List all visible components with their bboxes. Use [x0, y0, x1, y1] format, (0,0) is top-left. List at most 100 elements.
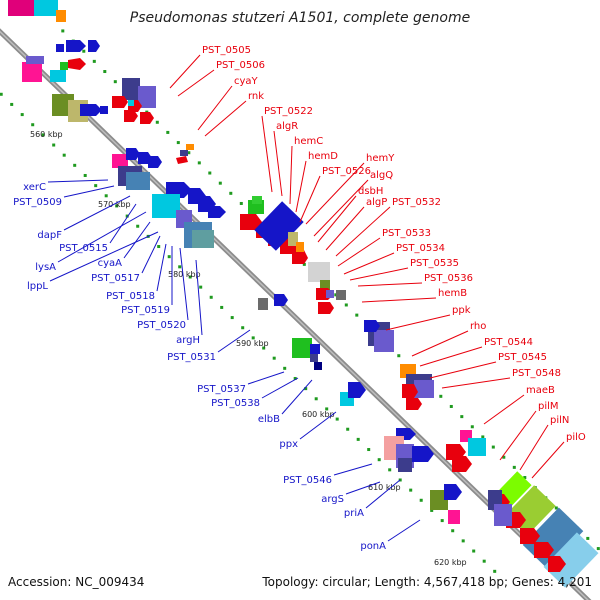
- upper-label-leader: [325, 206, 365, 251]
- scale-tick: [293, 376, 297, 380]
- scale-tick: [272, 356, 276, 360]
- lower-gene-label: PST_0519: [121, 305, 170, 316]
- upper-label-leader: [289, 145, 293, 205]
- lower-gene-label: cyaA: [98, 258, 123, 269]
- scale-tick: [41, 133, 45, 137]
- scale-tick: [208, 171, 212, 175]
- upper-label-leader: [385, 314, 451, 331]
- scale-tick: [512, 465, 516, 469]
- lower-gene-label: PST_0537: [197, 384, 246, 395]
- upper-gene-label: cyaY: [234, 76, 259, 87]
- kbp-label: 600 kbp: [302, 410, 335, 419]
- upper-label-leader: [361, 297, 437, 303]
- kbp-label: 590 kbp: [236, 339, 269, 348]
- upper-gene-labels: PST_0505PST_0506cyaYrnkPST_0522algRhemCh…: [169, 45, 586, 479]
- upper-label-leader: [177, 69, 215, 97]
- lower-gene-label: PST_0520: [137, 320, 186, 331]
- upper-label-leader: [531, 441, 565, 479]
- lower-gene-label: PST_0517: [91, 273, 140, 284]
- scale-tick: [304, 387, 308, 391]
- scale-tick: [449, 404, 453, 408]
- scale-tick: [356, 437, 360, 441]
- upper-gene-label: PST_0544: [484, 337, 533, 348]
- lower-gene-label: PST_0515: [59, 243, 108, 254]
- scale-tick: [430, 508, 434, 512]
- scale-tick: [94, 184, 98, 188]
- lower-label-leader: [247, 371, 285, 385]
- upper-gene-label: algP: [366, 197, 387, 208]
- scale-tick: [325, 407, 329, 411]
- lower-gene-label: xerC: [23, 182, 46, 193]
- upper-gene-label: pilM: [538, 401, 559, 412]
- lower-label-leader: [345, 481, 381, 495]
- upper-gene-label: PST_0532: [392, 197, 441, 208]
- upper-label-leader: [499, 410, 537, 461]
- lower-label-leader: [57, 211, 147, 263]
- upper-label-leader: [335, 206, 391, 257]
- scale-tick: [554, 506, 558, 510]
- scale-tick: [460, 415, 464, 419]
- lower-gene-label: PST_0531: [167, 352, 216, 363]
- lower-label-leader: [123, 221, 151, 259]
- scale-tick: [199, 285, 203, 289]
- lower-gene-label: priA: [344, 508, 364, 519]
- upper-label-leader: [411, 330, 469, 357]
- scale-tick: [439, 394, 443, 398]
- scale-tick: [367, 448, 371, 452]
- lower-label-leader: [387, 519, 421, 542]
- gene-features: [8, 0, 599, 588]
- lower-gene-label: ppx: [279, 439, 298, 450]
- scale-tick: [419, 498, 423, 502]
- lower-label-leader: [63, 185, 115, 198]
- upper-label-leader: [299, 175, 321, 223]
- upper-label-leader: [317, 195, 357, 243]
- upper-gene-label: hemB: [438, 288, 467, 299]
- scale-tick: [377, 458, 381, 462]
- upper-gene-label: PST_0534: [396, 243, 445, 254]
- scale-tick: [523, 476, 527, 480]
- map-title: Pseudomonas stutzeri A1501, complete gen…: [130, 10, 470, 26]
- lower-label-leader: [217, 329, 251, 353]
- lower-label-leader: [333, 463, 373, 476]
- lower-gene-label: ponA: [360, 541, 386, 552]
- upper-gene-label: PST_0535: [410, 258, 459, 269]
- upper-label-leader: [337, 237, 381, 267]
- scale-tick: [251, 336, 255, 340]
- scale-tick: [220, 305, 224, 309]
- lower-label-leader: [109, 203, 137, 244]
- kbp-label: 610 kbp: [368, 483, 401, 492]
- lower-gene-label: dapF: [37, 230, 62, 241]
- upper-label-leader: [197, 85, 233, 131]
- scale-tick: [470, 425, 474, 429]
- scale-tick: [176, 141, 180, 145]
- kbp-label: 620 kbp: [434, 558, 467, 567]
- scale-tick: [334, 293, 338, 297]
- kbp-scale-labels: 560 kbp 570 kbp 580 kbp 590 kbp 600 kbp …: [30, 130, 467, 567]
- scale-tick: [104, 194, 108, 198]
- scale-tick: [10, 102, 14, 106]
- lower-label-leader: [365, 479, 401, 509]
- scale-tick: [62, 153, 66, 157]
- scale-tick: [335, 417, 339, 421]
- lower-label-leader: [141, 235, 161, 274]
- lower-label-leader: [156, 243, 167, 292]
- scale-tick: [73, 163, 77, 167]
- scale-tick: [82, 49, 86, 53]
- scale-tick: [409, 488, 413, 492]
- scale-tick: [52, 143, 56, 147]
- lower-gene-label: lysA: [35, 262, 56, 273]
- upper-gene-label: PST_0505: [202, 45, 251, 56]
- scale-tick: [397, 354, 401, 358]
- upper-gene-label: algR: [276, 121, 298, 132]
- lower-label-leader: [179, 247, 189, 321]
- upper-label-leader: [273, 130, 283, 197]
- scale-tick: [136, 224, 140, 228]
- upper-label-leader: [357, 282, 423, 287]
- scale-tick: [103, 70, 107, 74]
- scale-tick: [218, 181, 222, 185]
- lower-gene-label: PST_0546: [283, 475, 332, 486]
- kbp-label: 580 kbp: [168, 270, 201, 279]
- lower-gene-label: elbB: [258, 414, 280, 425]
